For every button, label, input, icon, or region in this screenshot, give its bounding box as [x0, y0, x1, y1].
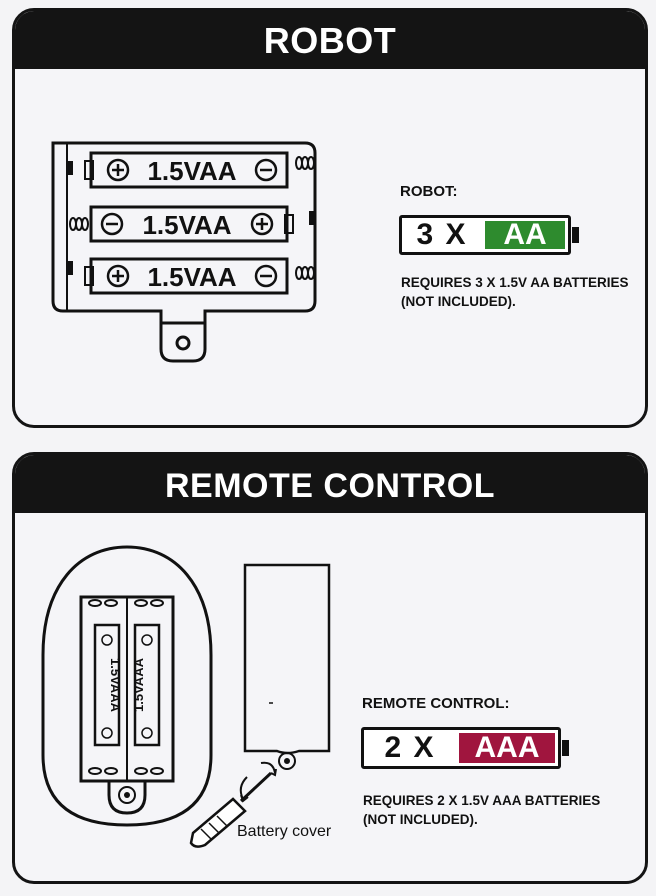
- robot-panel: ROBOT 1.5VAA: [12, 8, 648, 428]
- remote-requirement-line2: (NOT INCLUDED).: [363, 812, 478, 827]
- remote-battery-2: 1.5VAAA: [131, 623, 161, 747]
- robot-battery-2-label: 1.5VAA: [142, 210, 231, 240]
- remote-battery-gauge: 2 X AAA: [361, 727, 569, 769]
- robot-battery-1-label: 1.5VAA: [147, 156, 236, 186]
- robot-requirement-note: REQUIRES 3 X 1.5V AA BATTERIES (NOT INCL…: [401, 273, 629, 311]
- battery-cover-caption: Battery cover: [237, 823, 332, 840]
- robot-battery-compartment-diagram: 1.5VAA 1.5VAA 1.5VAA: [51, 141, 317, 363]
- robot-title: ROBOT: [15, 11, 645, 69]
- robot-battery-count: 3 X: [416, 218, 468, 251]
- remote-battery-label: REMOTE CONTROL:: [362, 695, 510, 712]
- battery-terminal-icon: [562, 740, 569, 756]
- robot-battery-gauge: 3 X AA: [399, 215, 579, 255]
- robot-battery-3-label: 1.5VAA: [147, 262, 236, 292]
- robot-battery-3: 1.5VAA: [84, 257, 315, 295]
- battery-cover: [243, 563, 331, 770]
- robot-battery-type: AA: [485, 218, 565, 251]
- battery-terminal-icon: [572, 227, 579, 243]
- remote-requirement-note: REQUIRES 2 X 1.5V AAA BATTERIES (NOT INC…: [363, 791, 600, 829]
- remote-title: REMOTE CONTROL: [15, 455, 645, 513]
- robot-requirement-line1: REQUIRES 3 X 1.5V AA BATTERIES: [401, 275, 629, 290]
- remote-requirement-line1: REQUIRES 2 X 1.5V AAA BATTERIES: [363, 793, 601, 808]
- remote-battery-diagram: 1.5VAAA 1.5VAAA: [41, 545, 331, 848]
- robot-battery-1: 1.5VAA: [84, 151, 315, 189]
- robot-battery-label: ROBOT:: [400, 183, 458, 200]
- remote-battery-count: 2 X: [384, 731, 436, 764]
- remote-battery-1: 1.5VAAA: [93, 623, 123, 747]
- remote-battery-type: AAA: [459, 731, 555, 764]
- remote-battery-1-label: 1.5VAAA: [108, 658, 123, 713]
- remote-battery-2-label: 1.5VAAA: [131, 657, 146, 712]
- robot-requirement-line2: (NOT INCLUDED).: [401, 294, 516, 309]
- screwdriver-icon: [189, 761, 277, 848]
- remote-panel: REMOTE CONTROL 1.5VAAA 1.5VAAA: [12, 452, 648, 884]
- robot-battery-2: 1.5VAA: [69, 205, 294, 243]
